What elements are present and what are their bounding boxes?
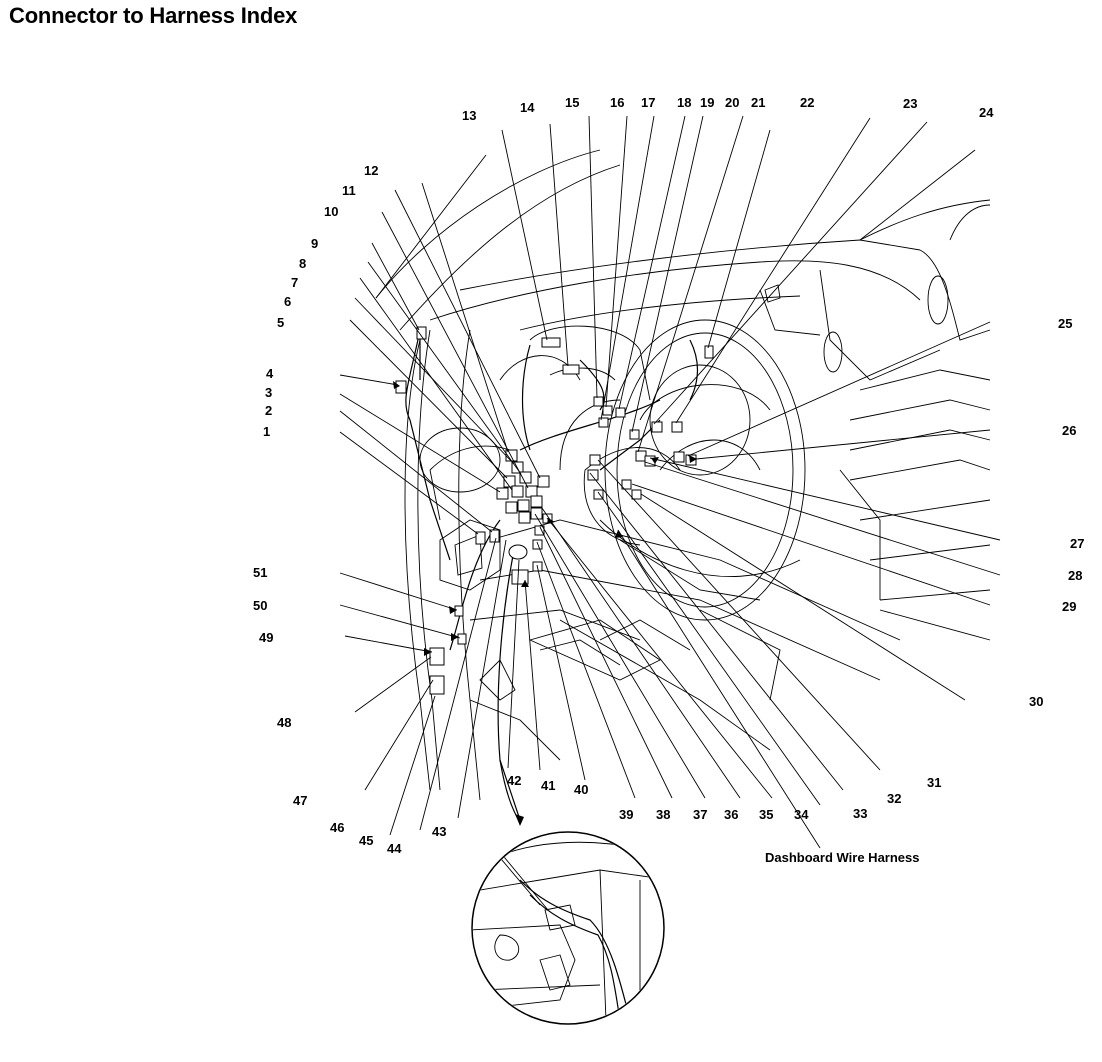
callout-8: 8 [299,256,306,271]
callout-15: 15 [565,95,579,110]
callout-43: 43 [432,824,446,839]
callout-39: 39 [619,807,633,822]
leader-lines [339,115,1001,849]
callout-41: 41 [541,778,555,793]
callout-31: 31 [927,775,941,790]
callout-47: 47 [293,793,307,808]
connectors [395,326,714,695]
inset-detail [471,831,665,1025]
callout-3: 3 [265,385,272,400]
callout-35: 35 [759,807,773,822]
callout-labels: 1 2 3 4 5 6 7 8 9 10 11 12 13 14 15 16 1… [253,95,1084,856]
page-title: Connector to Harness Index [9,3,298,28]
callout-34: 34 [794,807,809,822]
callout-12: 12 [364,163,378,178]
callout-14: 14 [520,100,535,115]
callout-2: 2 [265,403,272,418]
dashboard-outline [375,149,991,821]
callout-7: 7 [291,275,298,290]
callout-23: 23 [903,96,917,111]
callout-51: 51 [253,565,267,580]
callout-49: 49 [259,630,273,645]
callout-22: 22 [800,95,814,110]
callout-13: 13 [462,108,476,123]
callout-24: 24 [979,105,994,120]
callout-48: 48 [277,715,291,730]
callout-32: 32 [887,791,901,806]
callout-33: 33 [853,806,867,821]
callout-6: 6 [284,294,291,309]
callout-9: 9 [311,236,318,251]
callout-45: 45 [359,833,373,848]
callout-42: 42 [507,773,521,788]
callout-20: 20 [725,95,739,110]
callout-21: 21 [751,95,765,110]
callout-5: 5 [277,315,284,330]
callout-46: 46 [330,820,344,835]
harness-caption: Dashboard Wire Harness [765,850,920,865]
callout-4: 4 [266,366,274,381]
callout-19: 19 [700,95,714,110]
callout-29: 29 [1062,599,1076,614]
callout-1: 1 [263,424,270,439]
callout-40: 40 [574,782,588,797]
callout-16: 16 [610,95,624,110]
callout-28: 28 [1068,568,1082,583]
callout-18: 18 [677,95,691,110]
callout-26: 26 [1062,423,1076,438]
callout-27: 27 [1070,536,1084,551]
callout-38: 38 [656,807,670,822]
callout-25: 25 [1058,316,1072,331]
callout-30: 30 [1029,694,1043,709]
callout-44: 44 [387,841,402,856]
callout-36: 36 [724,807,738,822]
callout-10: 10 [324,204,338,219]
callout-50: 50 [253,598,267,613]
callout-37: 37 [693,807,707,822]
callout-17: 17 [641,95,655,110]
callout-11: 11 [342,183,356,198]
